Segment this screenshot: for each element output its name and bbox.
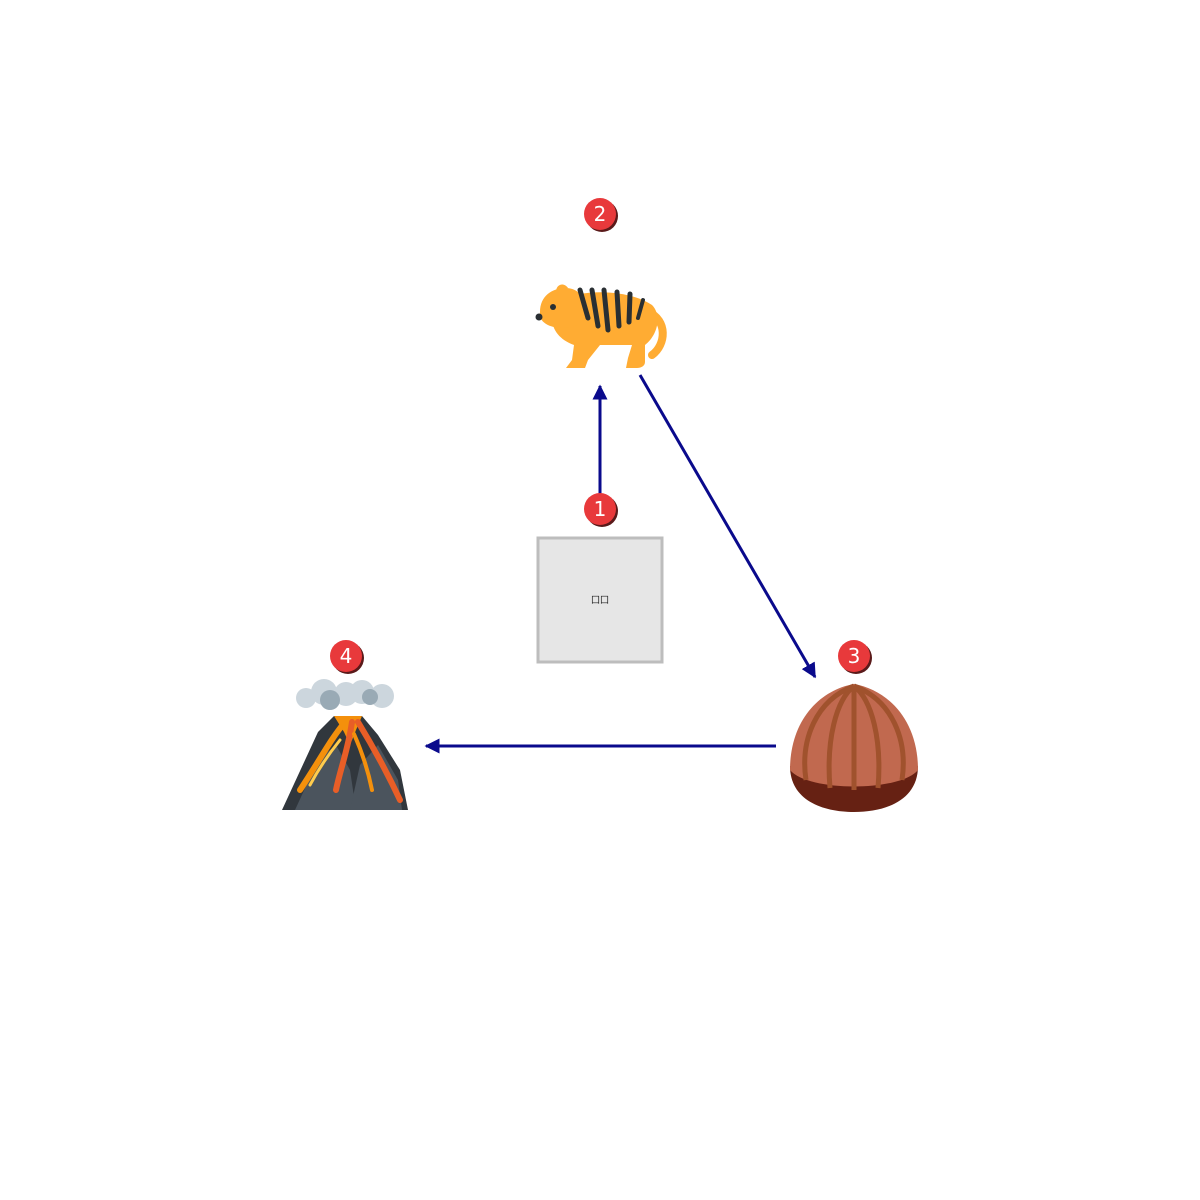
badge-1: 1: [584, 493, 618, 527]
chestnut-icon: [790, 683, 918, 812]
badge-2: 2: [584, 198, 618, 232]
badge-3: 3: [838, 640, 872, 674]
edges: [424, 374, 817, 754]
badge-1-label: 1: [594, 497, 607, 521]
badge-3-label: 3: [848, 644, 861, 668]
node-1: 囗囗: [536, 536, 664, 664]
badge-2-label: 2: [594, 202, 607, 226]
arrow-2-to-3: [638, 374, 817, 679]
tiger-icon: [535, 284, 667, 368]
placeholder-glyph: 囗囗: [591, 595, 609, 606]
badge-4-label: 4: [340, 644, 353, 668]
badge-4: 4: [330, 640, 364, 674]
placeholder-box: [536, 536, 664, 664]
volcano-icon: [282, 679, 408, 810]
